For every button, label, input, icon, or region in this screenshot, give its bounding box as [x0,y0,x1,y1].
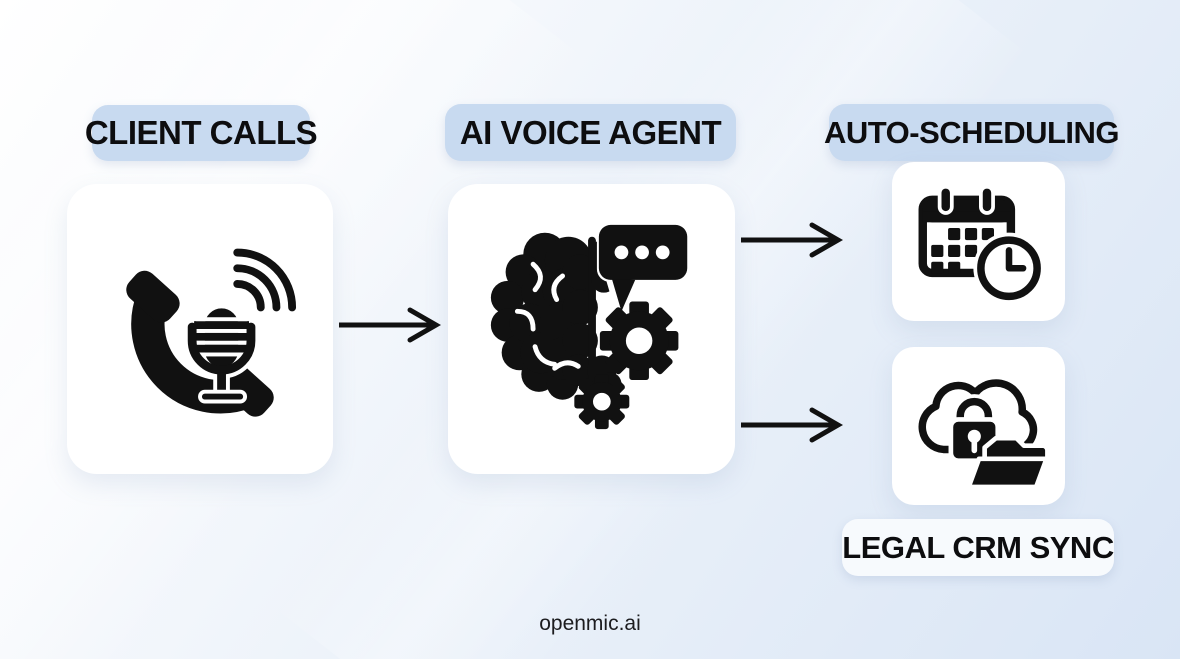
node-label-text: AI VOICE AGENT [459,113,722,151]
node-card-legal-crm-sync [892,347,1065,505]
arrow-client-calls-to-ai-voice-agent [339,307,442,343]
node-card-client-calls [67,184,333,474]
node-label-legal-crm-sync: LEGAL CRM SYNC [842,519,1114,576]
node-card-ai-voice-agent [448,184,735,474]
node-label-client-calls: CLIENT CALLS [85,105,318,161]
phone-mic-icon [126,248,297,417]
arrow-ai-voice-agent-to-legal-crm-sync [741,407,844,443]
calendar-clock-icon [918,184,1045,304]
node-label-text: LEGAL CRM SYNC [842,529,1114,565]
node-label-ai-voice-agent: AI VOICE AGENT [445,104,736,161]
arrow-ai-voice-agent-to-auto-scheduling [741,222,844,258]
node-label-auto-scheduling: AUTO-SCHEDULING [824,104,1120,161]
node-card-auto-scheduling [892,162,1065,321]
node-label-text: AUTO-SCHEDULING [823,114,1120,150]
cloud-lock-folder-icon [918,379,1050,490]
node-label-text: CLIENT CALLS [84,114,318,151]
brain-gears-chat-icon [490,222,689,430]
brand-text: openmic.ai [539,612,641,635]
